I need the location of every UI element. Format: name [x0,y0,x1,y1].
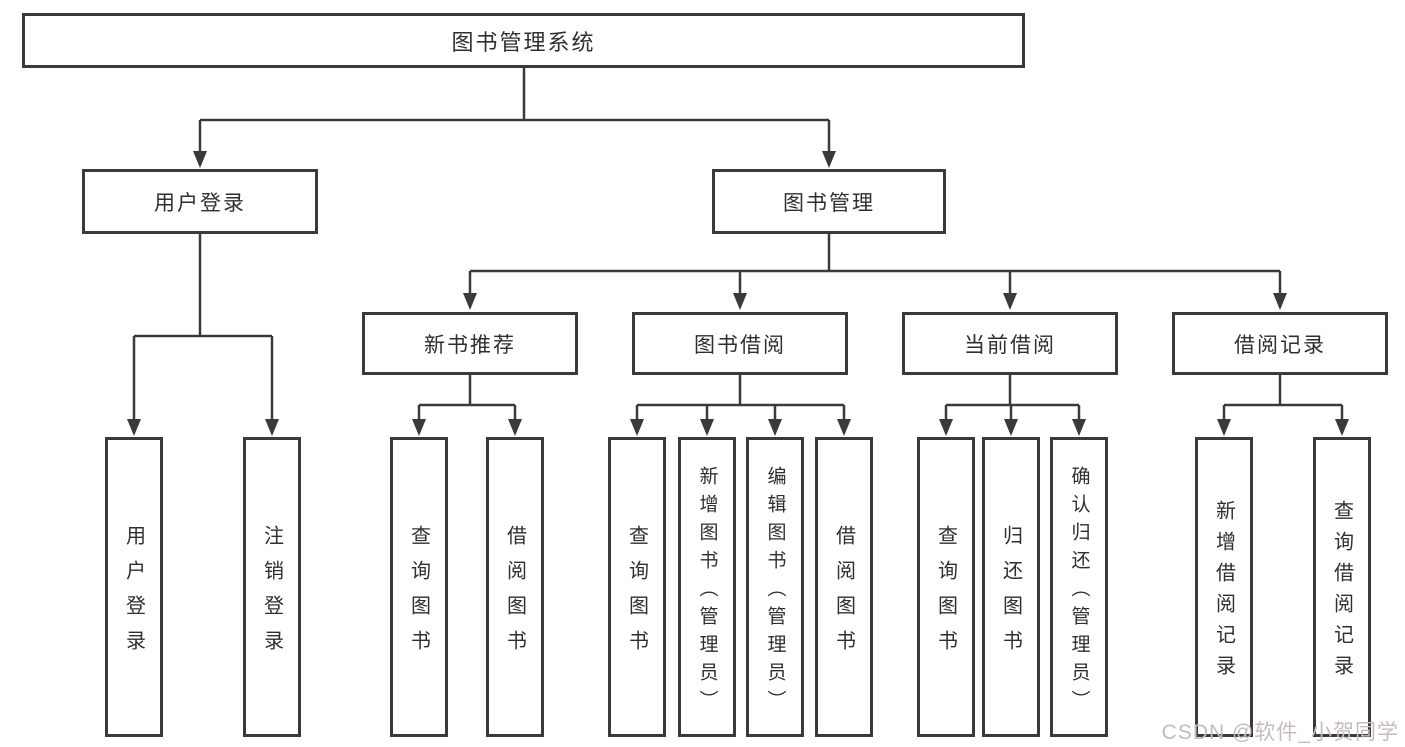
node-borrowing-records: 借阅记录 [1172,312,1388,375]
leaf-logout-label: 注销登录 [260,524,283,665]
leaf-logout: 注销登录 [243,437,301,737]
node-book-management: 图书管理 [712,169,946,234]
node-user-login: 用户登录 [82,169,318,234]
node-library-management-system: 图书管理系统 [22,13,1025,68]
arrowheads [127,151,1349,436]
leaf-confirm-return-admin-label: 确认归还（管理员） [1068,465,1090,718]
leaf-return-books: 归还图书 [982,437,1040,737]
leaf-edit-books-admin: 编辑图书（管理员） [746,437,804,737]
leaf-query-books-recommend-label: 查询图书 [407,524,430,665]
leaf-return-books-label: 归还图书 [999,524,1022,665]
leaf-borrow-books-label: 借阅图书 [832,524,855,665]
leaf-add-books-admin-label: 新增图书（管理员） [696,465,718,718]
leaf-query-books-current-label: 查询图书 [934,524,957,665]
leaf-add-books-admin: 新增图书（管理员） [678,437,736,737]
node-current-borrowing: 当前借阅 [902,312,1118,375]
leaf-query-books-recommend: 查询图书 [390,437,448,737]
leaf-query-books-current: 查询图书 [917,437,975,737]
leaf-user-login: 用户登录 [105,437,163,737]
leaf-borrow-books: 借阅图书 [815,437,873,737]
leaf-edit-books-admin-label: 编辑图书（管理员） [764,465,786,718]
leaf-user-login-label: 用户登录 [122,524,145,665]
node-book-borrowing: 图书借阅 [632,312,848,375]
leaf-query-books-borrow-label: 查询图书 [625,524,648,665]
leaf-borrow-books-recommend-label: 借阅图书 [503,524,526,665]
leaf-borrow-books-recommend: 借阅图书 [486,437,544,737]
leaf-query-books-borrow: 查询图书 [608,437,666,737]
leaf-query-borrow-record: 查询借阅记录 [1313,437,1371,737]
csdn-watermark: CSDN @软件_小贺同学 [1161,721,1399,744]
leaf-add-borrow-record: 新增借阅记录 [1195,437,1253,737]
leaf-add-borrow-record-label: 新增借阅记录 [1212,499,1235,686]
node-new-book-recommendation: 新书推荐 [362,312,578,375]
leaf-query-borrow-record-label: 查询借阅记录 [1330,499,1353,686]
leaf-confirm-return-admin: 确认归还（管理员） [1050,437,1108,737]
